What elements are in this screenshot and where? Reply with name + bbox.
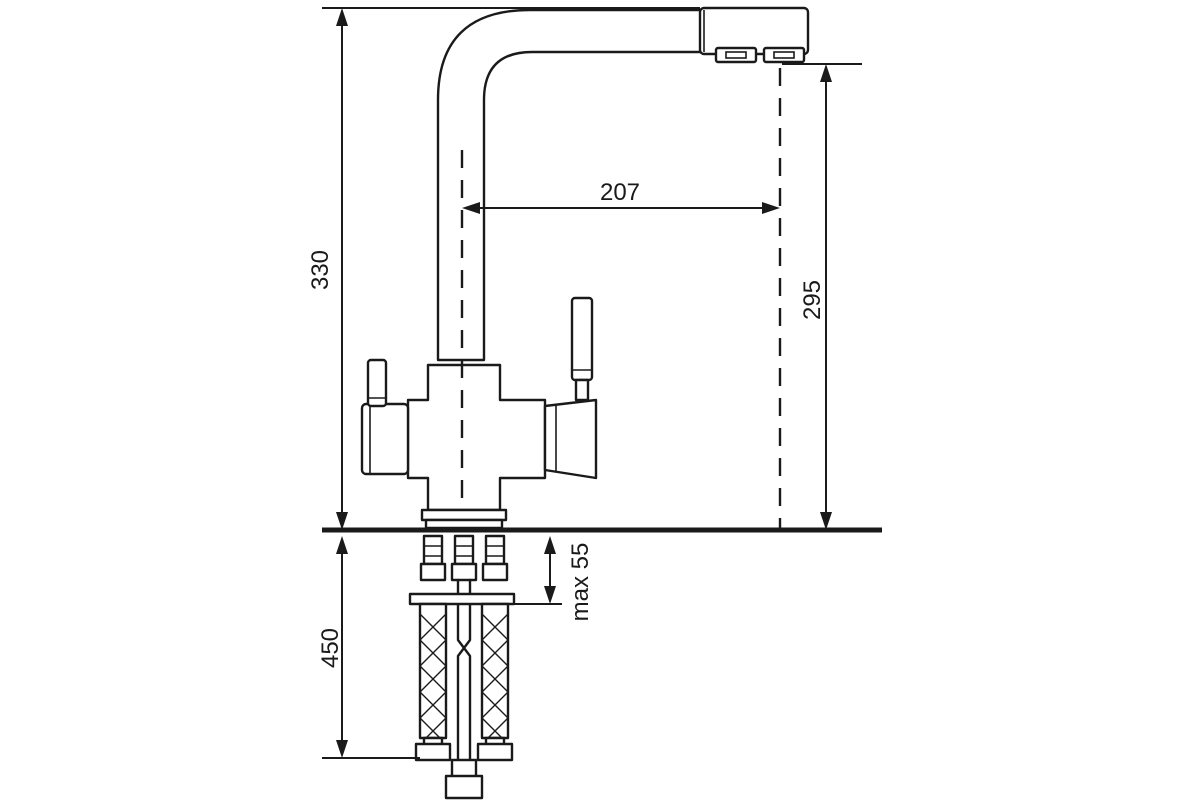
base-collar [420, 508, 508, 522]
faucet-body [406, 363, 547, 530]
right-flexible-hose [476, 534, 514, 762]
dimension-hose-length [322, 536, 420, 759]
dimension-mount-thickness [430, 536, 562, 605]
total-height-label: 330 [307, 250, 334, 290]
spout-height-label: 295 [799, 280, 826, 320]
mounting-washer [408, 592, 516, 606]
right-handle [543, 296, 598, 480]
dimension-total-height [322, 7, 700, 530]
left-handle [360, 358, 410, 476]
dimension-spout-height [782, 63, 862, 530]
left-flexible-hose [414, 534, 452, 762]
hose-length-label: 450 [317, 628, 344, 668]
mounting-stud [444, 534, 484, 800]
spout-reach-label: 207 [600, 179, 640, 206]
faucet-spout [436, 6, 810, 362]
base-ring [424, 518, 504, 530]
mount-thickness-label: max 55 [567, 543, 594, 622]
dimension-spout-reach [462, 202, 780, 214]
spout-outlets [714, 46, 806, 64]
